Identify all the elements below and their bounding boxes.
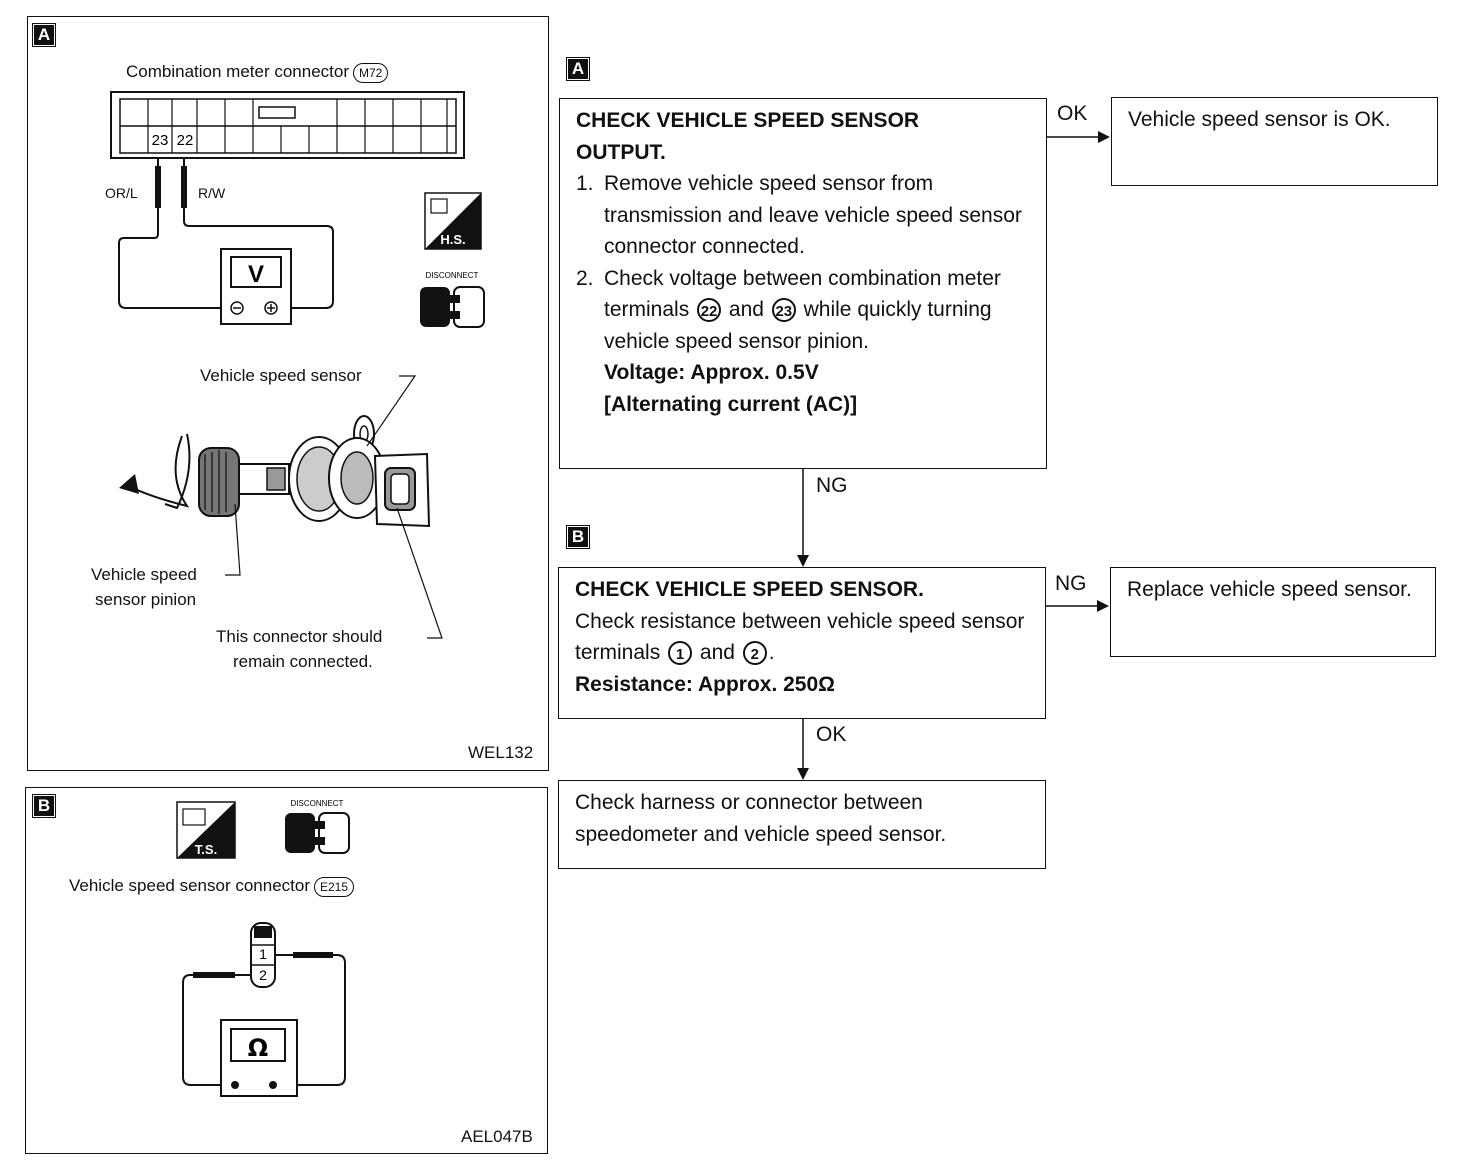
terminal-2-circle: 2	[742, 641, 767, 666]
connector-note-line2: remain connected.	[233, 652, 373, 671]
pinion-label-line1: Vehicle speed	[91, 565, 197, 584]
panel-b	[25, 787, 548, 1154]
step-b-text: Check resistance between vehicle speed s…	[575, 609, 1025, 666]
ng-label-b: NG	[1055, 572, 1087, 595]
panel-a	[27, 16, 549, 771]
combination-meter-connector-icon	[110, 91, 465, 159]
disconnect-icon	[420, 286, 485, 328]
probe-wires	[118, 158, 334, 309]
terminal-22-circle: 22	[697, 298, 722, 323]
panel-a-tag: A	[32, 23, 56, 47]
vehicle-speed-sensor-label: Vehicle speed sensor	[200, 366, 362, 385]
step-a-spec-voltage: Voltage: Approx. 0.5V	[604, 361, 819, 384]
step-b-title: CHECK VEHICLE SPEED SENSOR.	[575, 578, 924, 601]
disconnect-icon-b	[285, 812, 350, 854]
step-a-title-2: OUTPUT.	[576, 140, 666, 164]
flow-tag-b: B	[566, 525, 590, 549]
wire-or-l-label: OR/L	[105, 185, 138, 201]
step-a-title-1: CHECK VEHICLE SPEED SENSOR	[576, 109, 920, 132]
terminal-2-label: 2	[259, 967, 267, 983]
sensor-connector-icon	[250, 922, 276, 988]
wire-r-w-label: R/W	[198, 185, 226, 201]
vehicle-speed-sensor-illustration	[119, 415, 431, 528]
step-a-item-2: 2. Check voltage between combination met…	[576, 266, 1001, 353]
final-box: Check harness or connector between speed…	[558, 780, 1046, 869]
ok-label-a: OK	[1057, 102, 1088, 125]
step-a-box: CHECK VEHICLE SPEED SENSOR OUTPUT. 1. Re…	[559, 98, 1047, 469]
probe-wires-b	[182, 952, 346, 1086]
disconnect-label-b: DISCONNECT	[291, 799, 344, 808]
connector-code-m72: M72	[353, 62, 389, 83]
voltmeter-symbol: V	[248, 261, 264, 288]
panel-b-diagram: T.S. DISCONNECT 1 2 Ω	[176, 799, 350, 1097]
step-a-spec-ac: [Alternating current (AC)]	[604, 392, 858, 416]
step-b-spec: Resistance: Approx. 250Ω	[575, 672, 835, 696]
pinion-label-line2: sensor pinion	[95, 590, 197, 609]
ohmmeter-icon	[220, 1019, 298, 1097]
voltmeter-icon	[220, 248, 292, 325]
step-a-item-1: 1. Remove vehicle speed sensor from tran…	[576, 172, 1022, 258]
step-b-box: CHECK VEHICLE SPEED SENSOR. Check resist…	[558, 567, 1046, 719]
panel-a-diagram: 23 22 H.S. DISCONNECT V	[110, 91, 485, 639]
result-ng-b-box: Replace vehicle speed sensor.	[1110, 567, 1436, 657]
terminal-1-circle: 1	[668, 641, 693, 666]
panel-b-tag: B	[32, 794, 56, 818]
terminal-23-circle: 23	[771, 298, 796, 323]
ts-icon	[176, 801, 236, 859]
hs-icon	[424, 192, 482, 250]
terminal-22-label: 22	[177, 132, 194, 149]
figure-code-a: WEL132	[468, 743, 534, 762]
ok-label-b: OK	[816, 723, 847, 746]
ts-label: T.S.	[195, 842, 217, 857]
terminal-1-label: 1	[259, 946, 267, 962]
terminal-23-label: 23	[152, 132, 169, 149]
connector-note-line1: This connector should	[216, 627, 383, 646]
ng-label-a: NG	[816, 474, 848, 497]
connector-code-e215: E215	[314, 876, 355, 897]
leader-lines	[225, 375, 443, 639]
flow-tag-a: A	[566, 57, 590, 81]
result-ok-a-box: Vehicle speed sensor is OK.	[1111, 97, 1438, 186]
figure-code-b: AEL047B	[461, 1127, 533, 1146]
disconnect-label-a: DISCONNECT	[426, 271, 479, 280]
hs-label: H.S.	[440, 232, 465, 247]
ohmmeter-symbol: Ω	[248, 1034, 268, 1062]
